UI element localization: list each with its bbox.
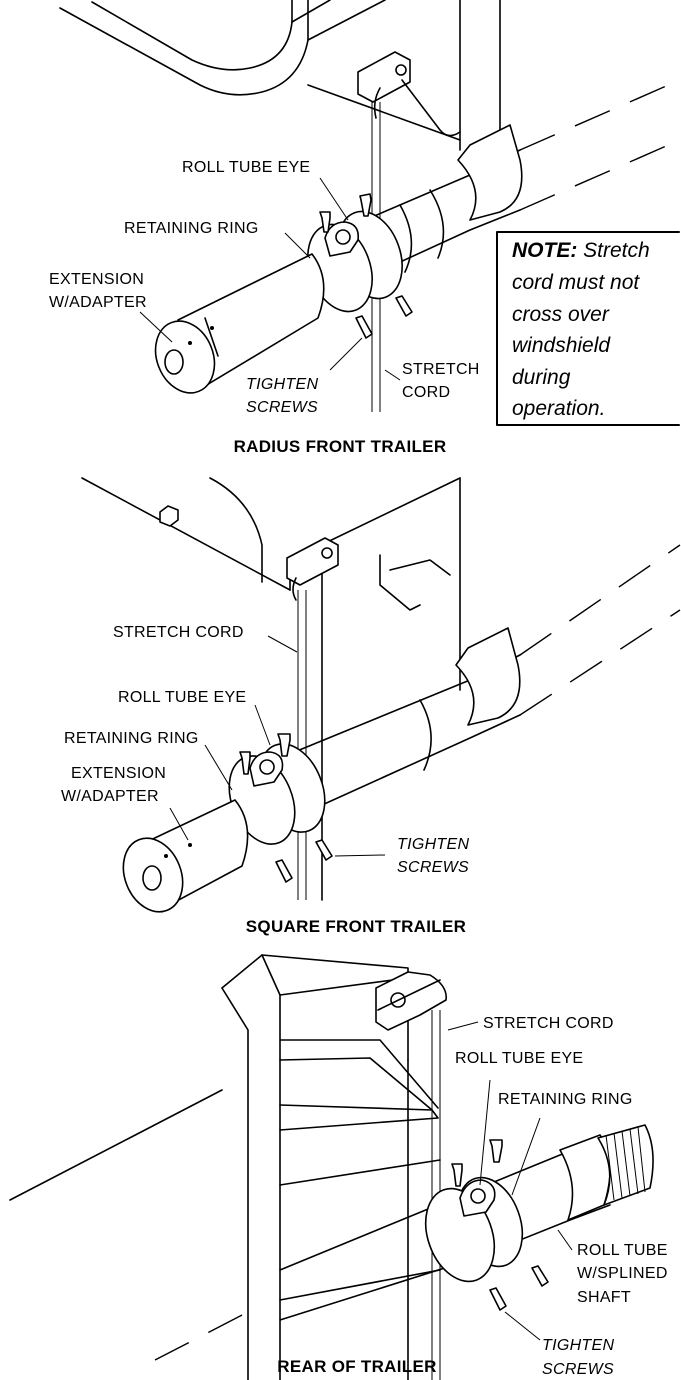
label-extension: EXTENSION <box>49 271 144 288</box>
screw-icon <box>451 1139 549 1311</box>
caption-radius-front-trailer: RADIUS FRONT TRAILER <box>234 437 447 456</box>
note-line-1-text: Stretch <box>577 239 649 262</box>
note-line-6: operation. <box>512 397 605 420</box>
panel-radius-front-trailer: ROLL TUBE EYE RETAINING RING EXTENSION W… <box>49 0 681 456</box>
label-w-adapter: W/ADAPTER <box>49 294 147 311</box>
leader-lines-3 <box>447 1021 573 1341</box>
label-roll-tube-eye: ROLL TUBE EYE <box>455 1050 583 1067</box>
rear-outer-line <box>9 1089 249 1361</box>
label-tighten: TIGHTEN <box>397 836 469 853</box>
label-roll-tube-eye: ROLL TUBE EYE <box>118 689 246 706</box>
roll-tube-1 <box>329 79 681 286</box>
roll-tube-2 <box>274 544 681 816</box>
note-prefix: NOTE: <box>512 239 577 262</box>
cord-bracket-square <box>286 537 451 611</box>
roll-tube-eye-2 <box>249 751 284 787</box>
label-stretch-cord: STRETCH CORD <box>483 1015 614 1032</box>
note-line-1: NOTE: Stretch <box>512 239 650 262</box>
label-retaining-ring: RETAINING RING <box>498 1091 633 1108</box>
roll-tube-eye-3 <box>459 1179 496 1217</box>
label-shaft: SHAFT <box>577 1289 631 1306</box>
trailer-body-radius <box>59 0 501 151</box>
leader-lines-1 <box>139 177 401 381</box>
caption-square-front-trailer: SQUARE FRONT TRAILER <box>246 917 466 936</box>
screw-icon <box>319 193 413 339</box>
cord-bracket-top <box>357 51 461 137</box>
extension-adapter-1 <box>154 253 325 394</box>
note-line-4: windshield <box>512 334 611 357</box>
label-stretch: STRETCH <box>402 361 480 378</box>
panel-rear-of-trailer: STRETCH CORD ROLL TUBE EYE RETAINING RIN… <box>9 954 668 1380</box>
cord-bracket-rear <box>375 971 447 1031</box>
label-w-adapter: W/ADAPTER <box>61 788 159 805</box>
caption-rear-of-trailer: REAR OF TRAILER <box>277 1357 436 1376</box>
label-w-splined: W/SPLINED <box>577 1265 668 1282</box>
note-line-2: cord must not <box>512 271 640 294</box>
label-cord: CORD <box>402 384 450 401</box>
label-screws: SCREWS <box>542 1361 614 1378</box>
rear-door-frame <box>221 954 441 1380</box>
roll-tube-eye-1 <box>324 221 360 257</box>
roll-tube-splined <box>279 1124 654 1321</box>
label-retaining-ring: RETAINING RING <box>124 220 259 237</box>
label-roll-tube-eye: ROLL TUBE EYE <box>182 159 310 176</box>
leader-lines-2 <box>169 635 386 857</box>
label-roll-tube: ROLL TUBE <box>577 1242 668 1259</box>
label-tighten: TIGHTEN <box>542 1337 614 1354</box>
label-extension: EXTENSION <box>71 765 166 782</box>
label-screws: SCREWS <box>397 859 469 876</box>
label-retaining-ring: RETAINING RING <box>64 730 199 747</box>
label-screws: SCREWS <box>246 399 318 416</box>
screw-icon <box>239 733 333 883</box>
stretch-cord-2 <box>297 590 307 900</box>
label-tighten: TIGHTEN <box>246 376 318 393</box>
panel-square-front-trailer: STRETCH CORD ROLL TUBE EYE RETAINING RIN… <box>61 477 681 936</box>
extension-adapter-2 <box>122 799 249 913</box>
note-box: NOTE: Stretch cord must not cross over w… <box>496 231 680 426</box>
note-line-3: cross over <box>512 303 610 326</box>
label-stretch-cord: STRETCH CORD <box>113 624 244 641</box>
note-line-5: during <box>512 366 571 389</box>
